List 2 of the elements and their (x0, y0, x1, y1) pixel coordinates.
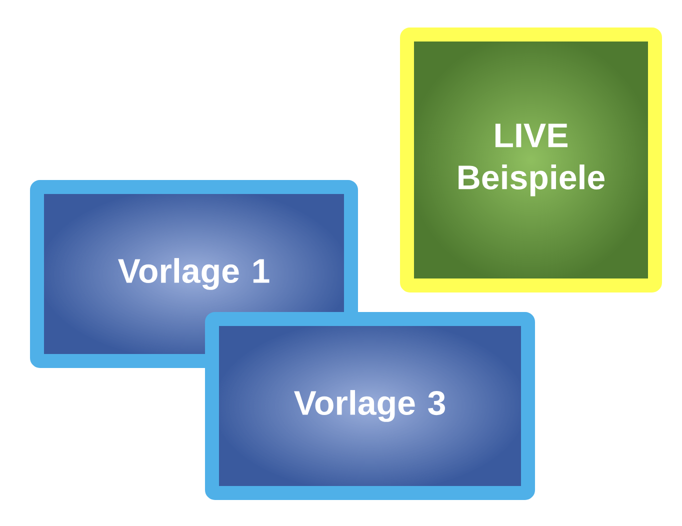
label-box: LIVE Beispiele (400, 28, 662, 292)
label-box: Vorlage 3 (205, 312, 535, 500)
